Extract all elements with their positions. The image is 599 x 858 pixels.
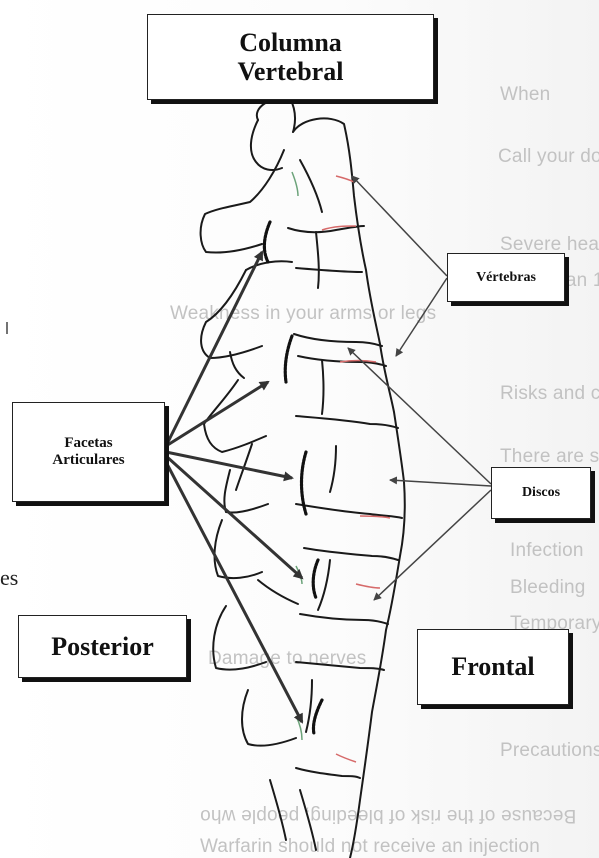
label-frontal-text: Frontal [451, 652, 534, 681]
disc-tint-marks [292, 172, 390, 762]
disc-arrows [348, 348, 491, 600]
label-discos-text: Discos [522, 485, 560, 501]
facet-joint-marks [264, 222, 322, 734]
label-frontal: Frontal [417, 629, 569, 705]
label-facetas-text: Facetas Articulares [52, 435, 124, 469]
label-facetas-articulares: Facetas Articulares [12, 402, 165, 502]
stray-text: es [0, 565, 18, 591]
label-vertebras: Vértebras [447, 253, 565, 302]
label-posterior-text: Posterior [51, 632, 154, 661]
label-posterior: Posterior [18, 615, 187, 678]
diagram-title: Columna Vertebral [147, 14, 434, 100]
diagram-title-text: Columna Vertebral [238, 28, 344, 86]
vertebra-arrows [352, 176, 447, 356]
label-discos: Discos [491, 467, 591, 519]
label-vertebras-text: Vértebras [476, 270, 536, 286]
